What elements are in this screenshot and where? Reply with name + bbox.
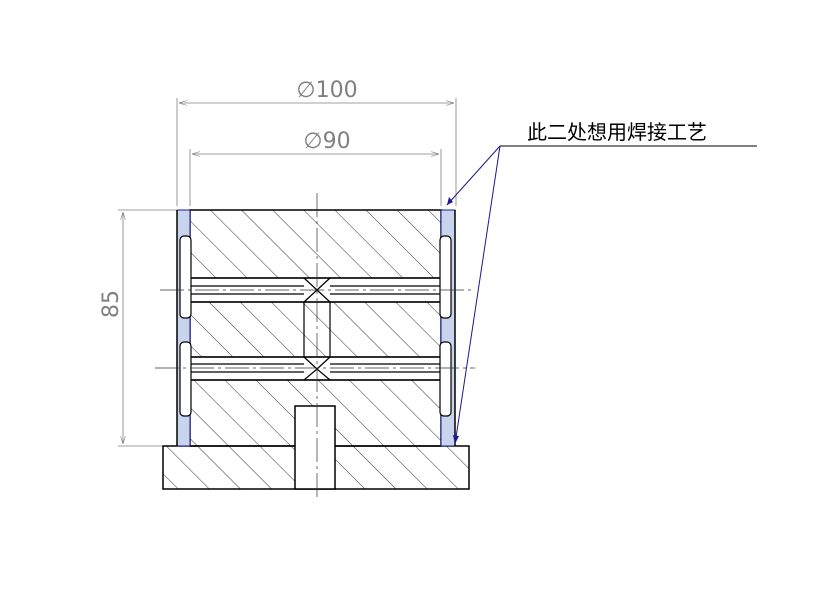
leader-arrow-top — [447, 197, 453, 205]
height-label: 85 — [99, 290, 124, 318]
dimension-outer-diameter: ∅100 — [176, 78, 457, 206]
seal-ring-right-lower — [439, 341, 452, 417]
seal-ring-right-upper — [439, 235, 452, 319]
dimension-height: 85 — [99, 209, 176, 447]
weld-annotation: 此二处想用焊接工艺 — [446, 120, 757, 445]
dimension-inner-diameter: ∅90 — [189, 129, 442, 206]
leader-line-top — [446, 145, 501, 206]
bottom-bore — [294, 405, 336, 490]
leader-arrow-bottom — [453, 435, 459, 444]
annotation-text: 此二处想用焊接工艺 — [527, 120, 707, 144]
horizontal-channels — [178, 277, 453, 381]
centerlines — [155, 193, 475, 500]
outer-diameter-label: ∅100 — [296, 78, 357, 103]
seal-ring-left-lower — [179, 341, 192, 417]
middle-block — [189, 301, 442, 358]
weld-strip-right — [439, 209, 456, 447]
weld-strip-left — [176, 209, 192, 447]
leader-line-bottom — [454, 145, 501, 445]
seal-ring-left-upper — [179, 235, 192, 319]
inner-diameter-label: ∅90 — [303, 129, 350, 154]
top-block — [189, 209, 442, 279]
